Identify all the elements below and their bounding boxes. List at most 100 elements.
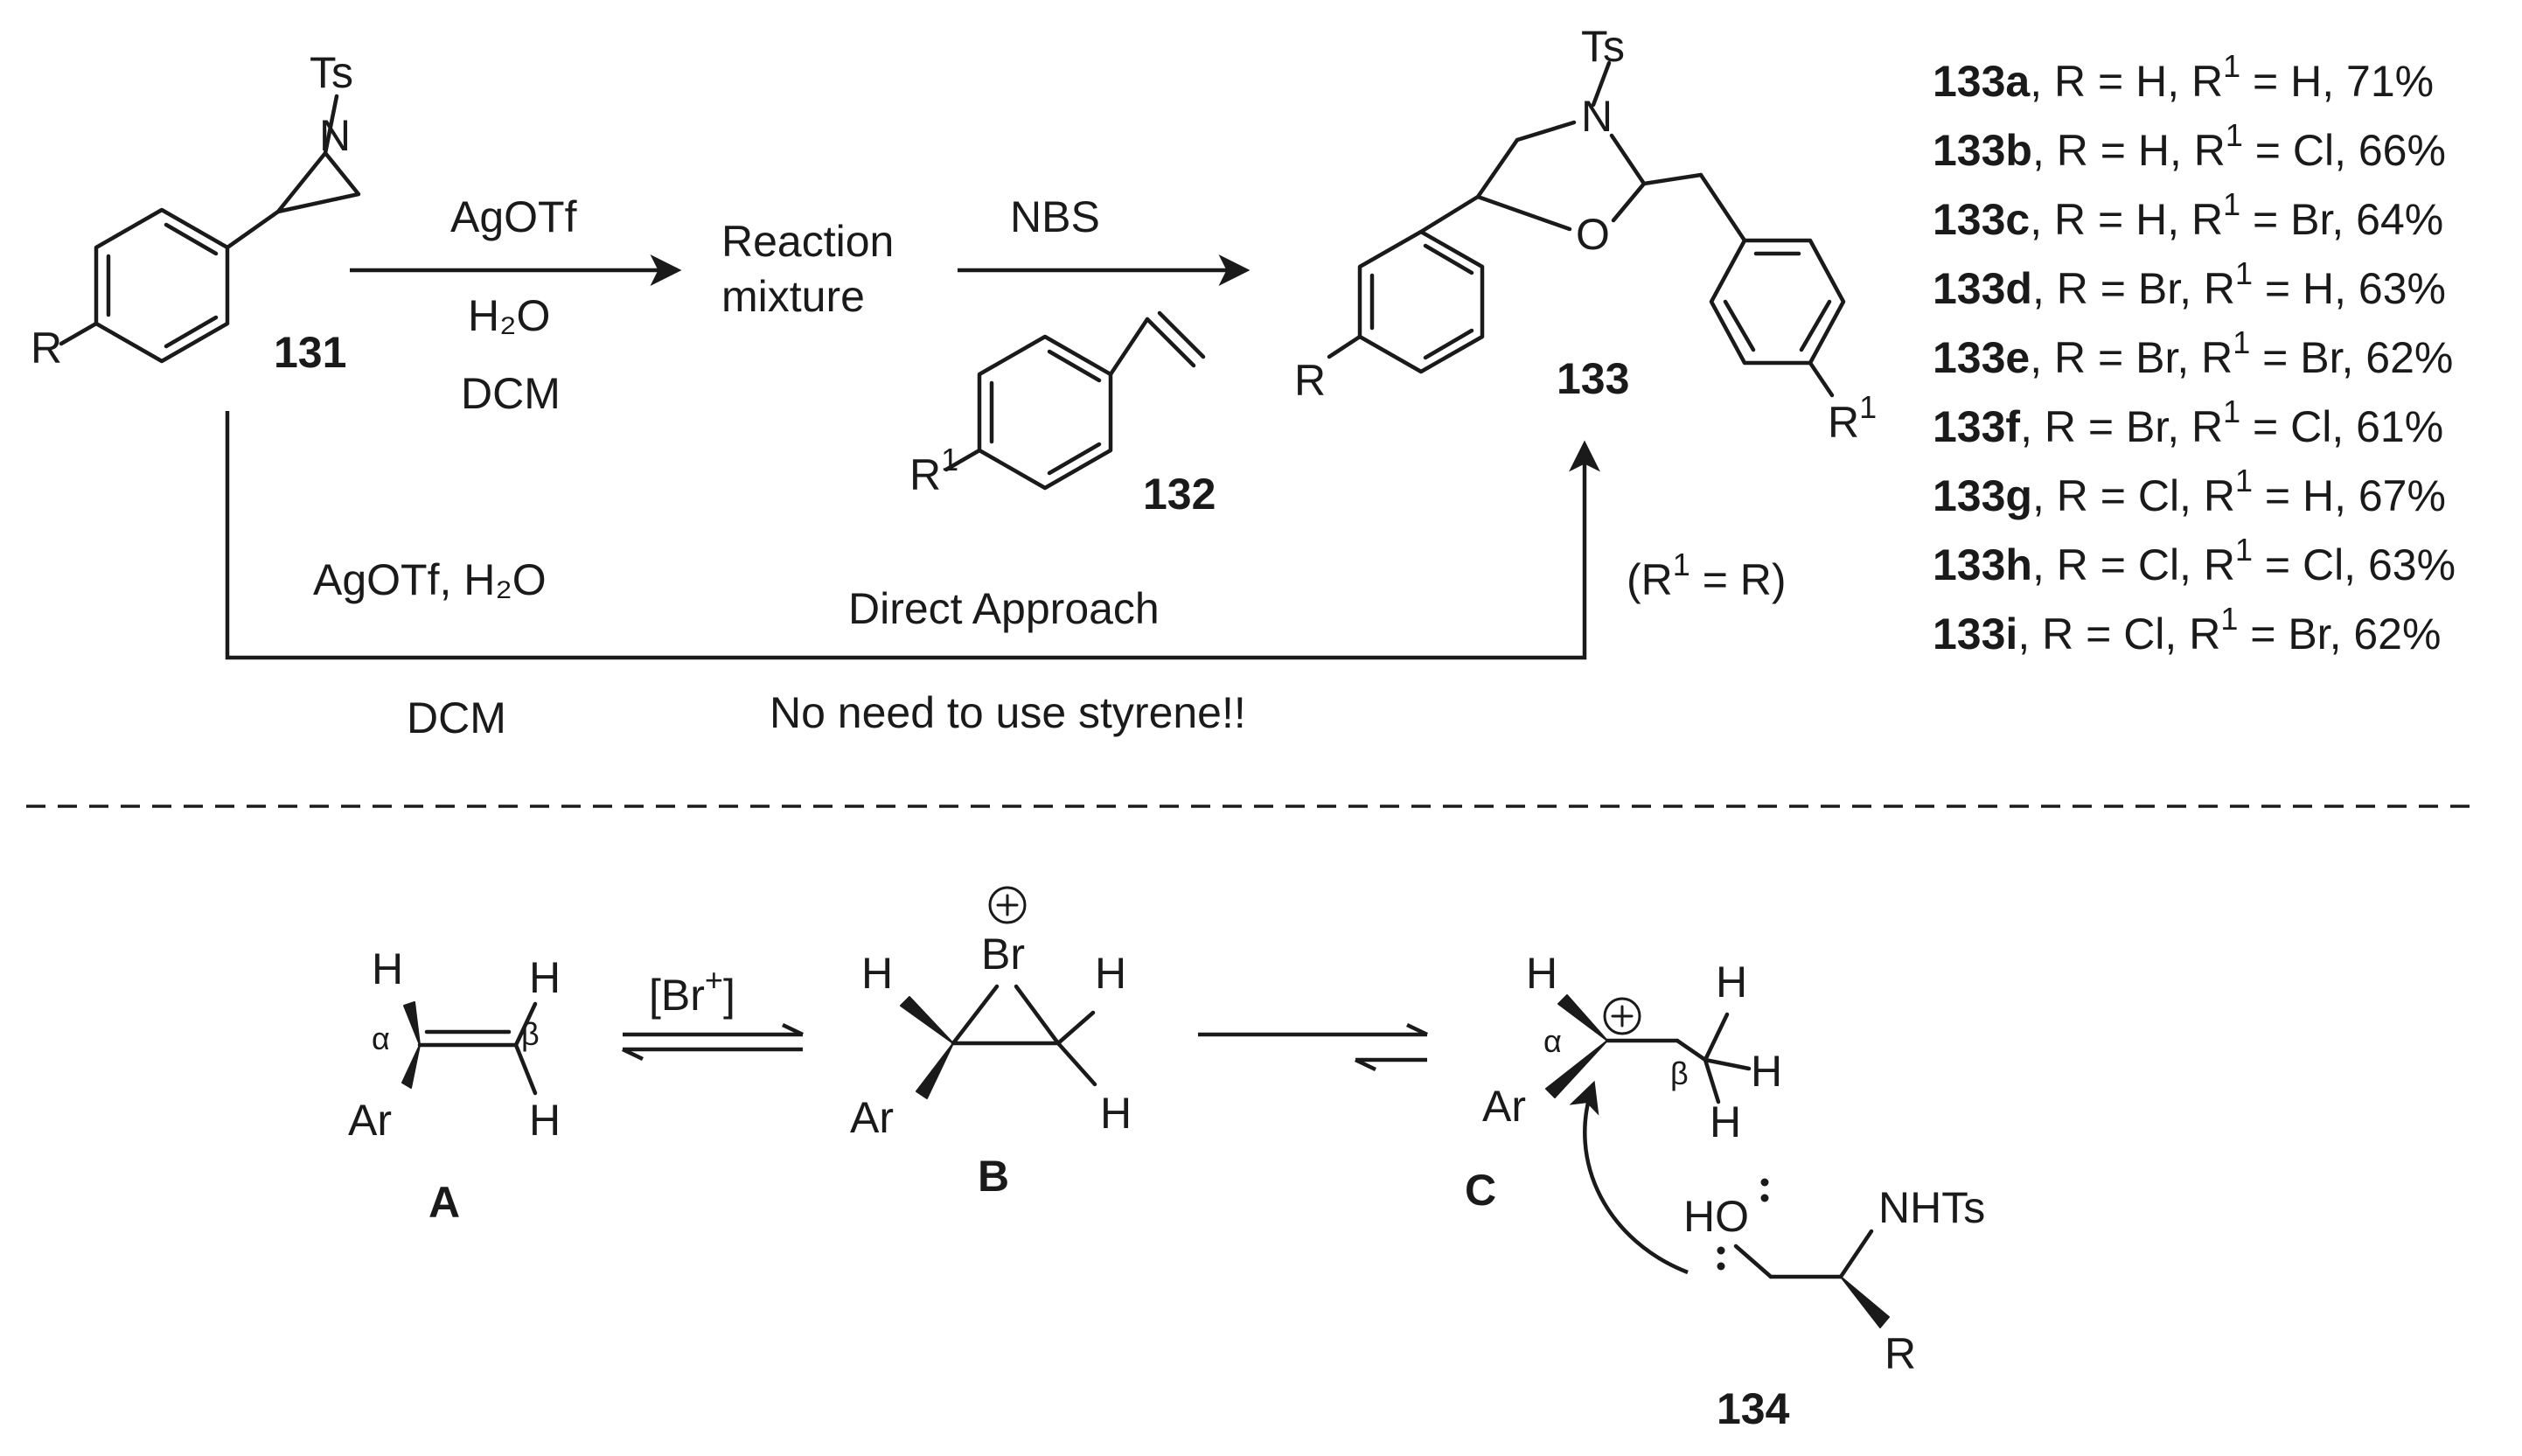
compound-B-id: B	[978, 1152, 1009, 1201]
compound-B-h-right-top: H	[1095, 949, 1126, 998]
direct-reagents: AgOTf, H₂O	[313, 555, 547, 604]
intermediate-line2: mixture	[721, 272, 865, 321]
compound-133-r1-label: R1	[1828, 389, 1877, 447]
product-r: , R = Cl, R	[2017, 610, 2220, 658]
product-id: 133i	[1933, 610, 2017, 658]
compound-A-beta: β	[521, 1016, 540, 1052]
product-r: , R = Cl, R	[2032, 540, 2235, 589]
product-r1-sup: 1	[2235, 463, 2253, 498]
compound-133-structure	[1327, 60, 1846, 398]
product-entry-133f: 133f, R = Br, R1 = Cl, 61%	[1933, 394, 2443, 451]
product-entry-133d: 133d, R = Br, R1 = H, 63%	[1933, 255, 2446, 313]
direct-approach-label: Direct Approach	[848, 584, 1160, 633]
product-r: , R = Cl, R	[2032, 471, 2235, 520]
aziridine-n-label: N	[319, 111, 351, 160]
step1-solvent: DCM	[461, 369, 561, 418]
product-id: 133a	[1933, 57, 2031, 106]
compound-B-ar: Ar	[850, 1093, 894, 1142]
product-r1-sup: 1	[2223, 186, 2240, 222]
product-r1-yield: = Cl, 61%	[2240, 402, 2443, 451]
compound-A-h-top: H	[372, 944, 403, 993]
direct-approach-arrow	[225, 411, 1600, 660]
product-r1-yield: = H, 63%	[2253, 264, 2446, 313]
compound-133-n-label: N	[1581, 92, 1613, 141]
step1-water: H₂O	[468, 291, 550, 340]
product-entry-133h: 133h, R = Cl, R1 = Cl, 63%	[1933, 532, 2456, 589]
product-r1-yield: = Cl, 63%	[2253, 540, 2456, 589]
product-entry-133b: 133b, R = H, R1 = Cl, 66%	[1933, 117, 2446, 175]
product-id: 133c	[1933, 195, 2030, 244]
compound-131-r-label: R	[31, 324, 62, 373]
nucleophilic-attack-arrow	[1569, 1080, 1689, 1275]
compound-133-ts-label: Ts	[1581, 22, 1625, 71]
compound-A-ar: Ar	[348, 1096, 392, 1145]
product-id: 133g	[1933, 471, 2032, 520]
intermediate-line1: Reaction	[721, 217, 894, 266]
product-r: , R = Br, R	[2030, 333, 2233, 382]
product-entry-133a: 133a, R = H, R1 = H, 71%	[1933, 48, 2434, 106]
compound-A-structure	[401, 1001, 538, 1096]
bromonium-reagent: [Br+]	[649, 962, 735, 1020]
product-r: , R = Br, R	[2032, 264, 2235, 313]
product-r1-yield: = Br, 62%	[2250, 333, 2453, 382]
product-r1-sup: 1	[2233, 324, 2250, 360]
aziridine-ts-label: Ts	[310, 48, 353, 97]
product-r1-yield: = Br, 62%	[2238, 610, 2441, 658]
direct-note: No need to use styrene!!	[770, 688, 1246, 737]
compound-A-alpha: α	[372, 1021, 390, 1056]
compound-C-h-left: H	[1526, 949, 1557, 998]
product-r1-sup: 1	[2235, 532, 2253, 568]
compound-A-id: A	[428, 1178, 460, 1227]
product-r: , R = Br, R	[2020, 402, 2223, 451]
compound-134-ho: HO	[1683, 1192, 1749, 1241]
compound-133-o-label: O	[1576, 210, 1610, 259]
product-r1-yield: = Br, 64%	[2240, 195, 2443, 244]
compound-C-ar: Ar	[1482, 1082, 1526, 1131]
product-r1-yield: = H, 71%	[2240, 57, 2434, 106]
compound-C-h-top: H	[1716, 958, 1747, 1007]
product-entry-133e: 133e, R = Br, R1 = Br, 62%	[1933, 324, 2453, 382]
compound-C-structure	[1545, 994, 1752, 1104]
compound-B-br: Br	[981, 930, 1025, 979]
product-r: , R = H, R	[2032, 126, 2226, 175]
step2-reagent: NBS	[1010, 192, 1100, 241]
product-id: 133d	[1933, 264, 2032, 313]
compound-134-structure	[1717, 1178, 1890, 1328]
compound-C-alpha: α	[1543, 1023, 1562, 1059]
product-entry-133i: 133i, R = Cl, R1 = Br, 62%	[1933, 601, 2441, 658]
compound-131-structure	[59, 94, 361, 364]
compound-C-h-bottom: H	[1710, 1097, 1741, 1146]
product-id: 133h	[1933, 540, 2032, 589]
compound-134-id: 134	[1717, 1384, 1790, 1433]
compound-B-h-right-bottom: H	[1100, 1089, 1132, 1138]
compound-C-id: C	[1465, 1166, 1496, 1215]
compound-B-structure	[900, 886, 1097, 1099]
product-r1-yield: = Cl, 66%	[2243, 126, 2446, 175]
product-id: 133f	[1933, 402, 2020, 451]
product-r: , R = H, R	[2030, 195, 2223, 244]
compound-132-r1-label: R1	[909, 442, 958, 499]
product-r1-sup: 1	[2223, 394, 2240, 429]
compound-133-id: 133	[1557, 354, 1629, 403]
equilibrium-A-B	[622, 1022, 804, 1062]
compound-A-h-right-top: H	[529, 953, 561, 1002]
compound-133-r-label: R	[1294, 356, 1326, 405]
product-id: 133e	[1933, 333, 2030, 382]
product-entry-133g: 133g, R = Cl, R1 = H, 67%	[1933, 463, 2446, 520]
compound-C-h-right: H	[1751, 1047, 1782, 1096]
product-entry-133c: 133c, R = H, R1 = Br, 64%	[1933, 186, 2443, 244]
product-r1-yield: = H, 67%	[2253, 471, 2446, 520]
direct-condition: (R1 = R)	[1627, 547, 1787, 604]
compound-A-h-right-bottom: H	[529, 1096, 561, 1145]
product-r1-sup: 1	[2235, 255, 2253, 291]
product-r1-sup: 1	[2223, 48, 2240, 84]
compound-134-r: R	[1885, 1329, 1916, 1378]
direct-solvent: DCM	[407, 693, 506, 742]
equilibrium-B-C	[1198, 1022, 1428, 1072]
compound-132-id: 132	[1143, 470, 1216, 519]
step1-reagent: AgOTf	[450, 192, 577, 241]
compound-131-id: 131	[274, 328, 346, 377]
compound-134-nhts: NHTs	[1878, 1183, 1985, 1232]
product-id: 133b	[1933, 126, 2032, 175]
